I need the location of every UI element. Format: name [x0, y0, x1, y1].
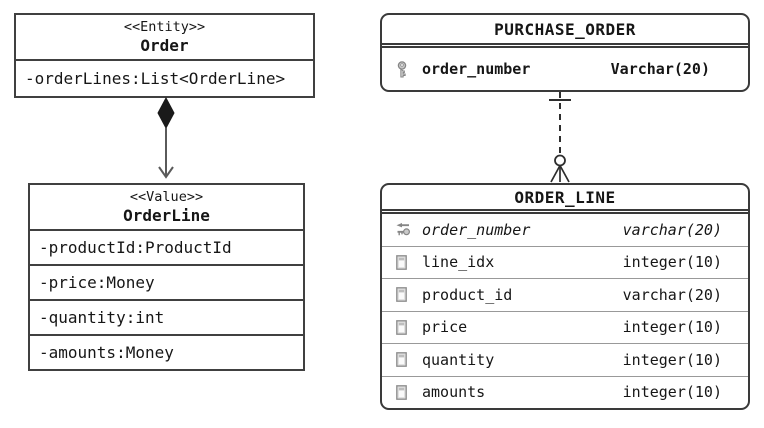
open-arrowhead-icon: [158, 166, 174, 179]
table-column-row[interactable]: quantity integer(10): [382, 343, 748, 376]
uml-class-orderline-title: <<Value>> OrderLine: [30, 185, 303, 231]
uml-attribute[interactable]: -productId:ProductId: [39, 238, 232, 257]
column-icon: [392, 384, 411, 400]
uml-class-orderline[interactable]: <<Value>> OrderLine -productId:ProductId…: [28, 183, 305, 371]
uml-attribute[interactable]: -orderLines:List<OrderLine>: [25, 69, 286, 88]
cardinality-zero-circle: [554, 154, 566, 167]
column-type: integer(10): [622, 253, 722, 272]
table-column-row[interactable]: amounts integer(10): [382, 375, 748, 409]
column-icon: [392, 352, 411, 368]
column-name: price: [422, 318, 468, 337]
column-icon: [392, 287, 411, 303]
uml-attributes-compartment: -productId:ProductId -price:Money -quant…: [30, 231, 303, 369]
one-to-many-connector[interactable]: [540, 92, 580, 183]
uml-class-order-title: <<Entity>> Order: [16, 15, 313, 61]
column-type: Varchar(20): [610, 60, 710, 78]
composition-arrow[interactable]: [149, 97, 183, 184]
uml-attribute[interactable]: -price:Money: [30, 264, 303, 299]
primary-key-icon: [392, 60, 411, 78]
class-name: Order: [140, 35, 189, 55]
column-type: integer(10): [622, 383, 722, 402]
column-type: integer(10): [622, 318, 722, 337]
table-column-row[interactable]: order_number varchar(20): [382, 214, 748, 246]
column-name: order_number: [422, 60, 531, 78]
column-icon: [392, 319, 411, 335]
stereotype-label: <<Entity>>: [123, 18, 206, 35]
column-name: order_number: [422, 220, 531, 239]
table-column-row[interactable]: price integer(10): [382, 310, 748, 344]
header-divider: [382, 209, 748, 214]
column-name: quantity: [422, 350, 495, 369]
column-type: varchar(20): [622, 220, 722, 239]
column-type: integer(10): [622, 350, 722, 369]
header-divider: [382, 43, 748, 48]
uml-attribute[interactable]: -quantity:int: [30, 299, 303, 334]
erd-table-purchase-order[interactable]: PURCHASE_ORDER order_number Varchar(20): [380, 13, 750, 92]
uml-attribute[interactable]: -amounts:Money: [30, 334, 303, 369]
uml-class-order[interactable]: <<Entity>> Order -orderLines:List<OrderL…: [14, 13, 315, 98]
column-icon: [392, 254, 411, 270]
cardinality-many-crowfoot-icon: [550, 165, 570, 183]
foreign-key-icon: [392, 222, 411, 237]
erd-table-order-line[interactable]: ORDER_LINE order_number varchar(20): [380, 183, 750, 410]
composition-diamond-icon: [157, 97, 175, 130]
stereotype-label: <<Value>>: [129, 188, 204, 205]
table-name: ORDER_LINE: [514, 187, 616, 207]
uml-attributes-compartment: -orderLines:List<OrderLine>: [16, 61, 313, 96]
column-name: amounts: [422, 383, 486, 402]
column-type: varchar(20): [622, 285, 722, 304]
table-column-row[interactable]: product_id varchar(20): [382, 278, 748, 311]
column-name: line_idx: [422, 253, 495, 272]
table-name: PURCHASE_ORDER: [494, 19, 636, 39]
table-column-row[interactable]: order_number Varchar(20): [382, 48, 748, 90]
class-name: OrderLine: [123, 205, 210, 225]
column-name: product_id: [422, 285, 513, 304]
table-column-row[interactable]: line_idx integer(10): [382, 245, 748, 279]
